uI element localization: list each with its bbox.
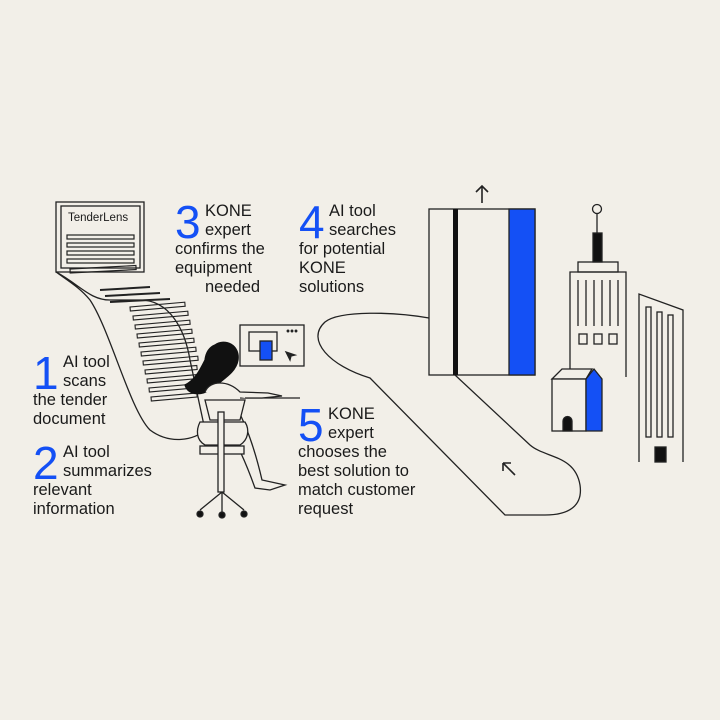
step-text: solutions [299,278,365,296]
step-text: relevant [33,481,92,499]
step-text: expert [328,424,374,442]
step-text: equipment [175,259,253,277]
person-illustration [184,341,300,519]
house-illustration [550,367,603,432]
monitor-illustration [239,324,305,367]
step-text: best solution to [298,462,409,480]
step-text: document [33,410,106,428]
step-1: 1 AI tool scans the tender document [33,347,110,429]
step-text: the tender [33,391,108,409]
step-text: for potential [299,240,386,258]
step-2: 2 AI tool summarizes relevant informatio… [33,437,152,519]
step-text: AI tool [63,443,110,461]
step-number: 4 [299,196,325,248]
step-text: summarizes [63,462,152,480]
step-text: KONE [205,202,252,220]
escalator-illustration [317,312,582,516]
step-4: 4 AI tool searches for potential KONE so… [299,196,396,297]
step-text: chooses the [298,443,387,461]
step-text: KONE [299,259,346,277]
step-text: confirms the [175,240,265,258]
step-text: needed [205,278,261,296]
step-number: 3 [175,196,201,248]
step-text: scans [63,372,107,390]
step-number: 1 [33,347,59,399]
step-text: expert [205,221,251,239]
step-number: 2 [33,437,59,489]
step-text: request [298,500,354,518]
skyscraper-illustration [569,203,627,377]
arrow-down-left-icon [502,462,516,476]
step-3: 3 KONE expert confirms the equipment nee… [175,196,265,297]
step-text: KONE [328,405,375,423]
arrow-up-icon [475,184,489,203]
step-number: 5 [298,399,324,451]
elevator-illustration [428,184,536,376]
office-tower-illustration [638,293,684,463]
step-text: match customer [298,481,416,499]
document-title: TenderLens [68,212,129,224]
step-text: AI tool [329,202,376,220]
step-5: 5 KONE expert chooses the best solution … [298,399,416,519]
step-text: information [33,500,115,518]
step-text: AI tool [63,353,110,371]
step-text: searches [329,221,396,239]
tender-document-illustration [55,201,206,441]
